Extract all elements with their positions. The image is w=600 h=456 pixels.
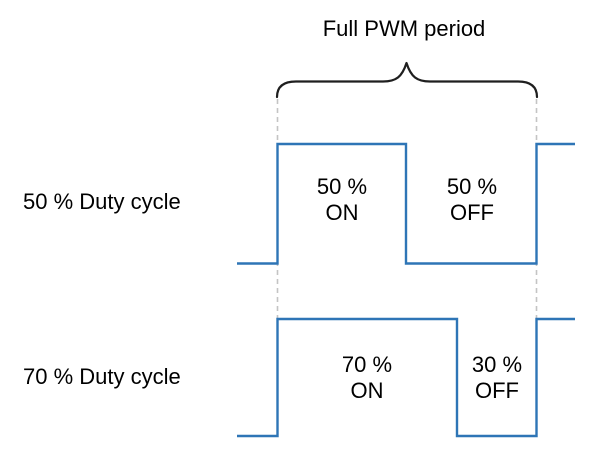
segment-value: 50 % (316, 174, 368, 199)
segment-label-30-off: 30 % OFF (472, 352, 522, 404)
segment-value: 30 % (471, 352, 523, 377)
duty-cycle-label-50: 50 % Duty cycle (23, 189, 181, 214)
period-brace (275, 61, 539, 99)
segment-label-50-on: 50 % ON (317, 174, 367, 226)
duty-cycle-label-70: 70 % Duty cycle (23, 364, 181, 389)
diagram-title: Full PWM period (322, 16, 486, 41)
segment-value: 70 % (341, 352, 393, 377)
segment-label-70-on: 70 % ON (342, 352, 392, 404)
waveform-70-duty (237, 317, 575, 438)
waveform-50-duty (237, 142, 575, 265)
segment-value: 50 % (446, 174, 498, 199)
segment-state: OFF (450, 200, 494, 225)
segment-state: OFF (475, 378, 519, 403)
segment-state: ON (325, 200, 359, 225)
segment-state: ON (350, 378, 384, 403)
segment-label-50-off: 50 % OFF (447, 174, 497, 226)
